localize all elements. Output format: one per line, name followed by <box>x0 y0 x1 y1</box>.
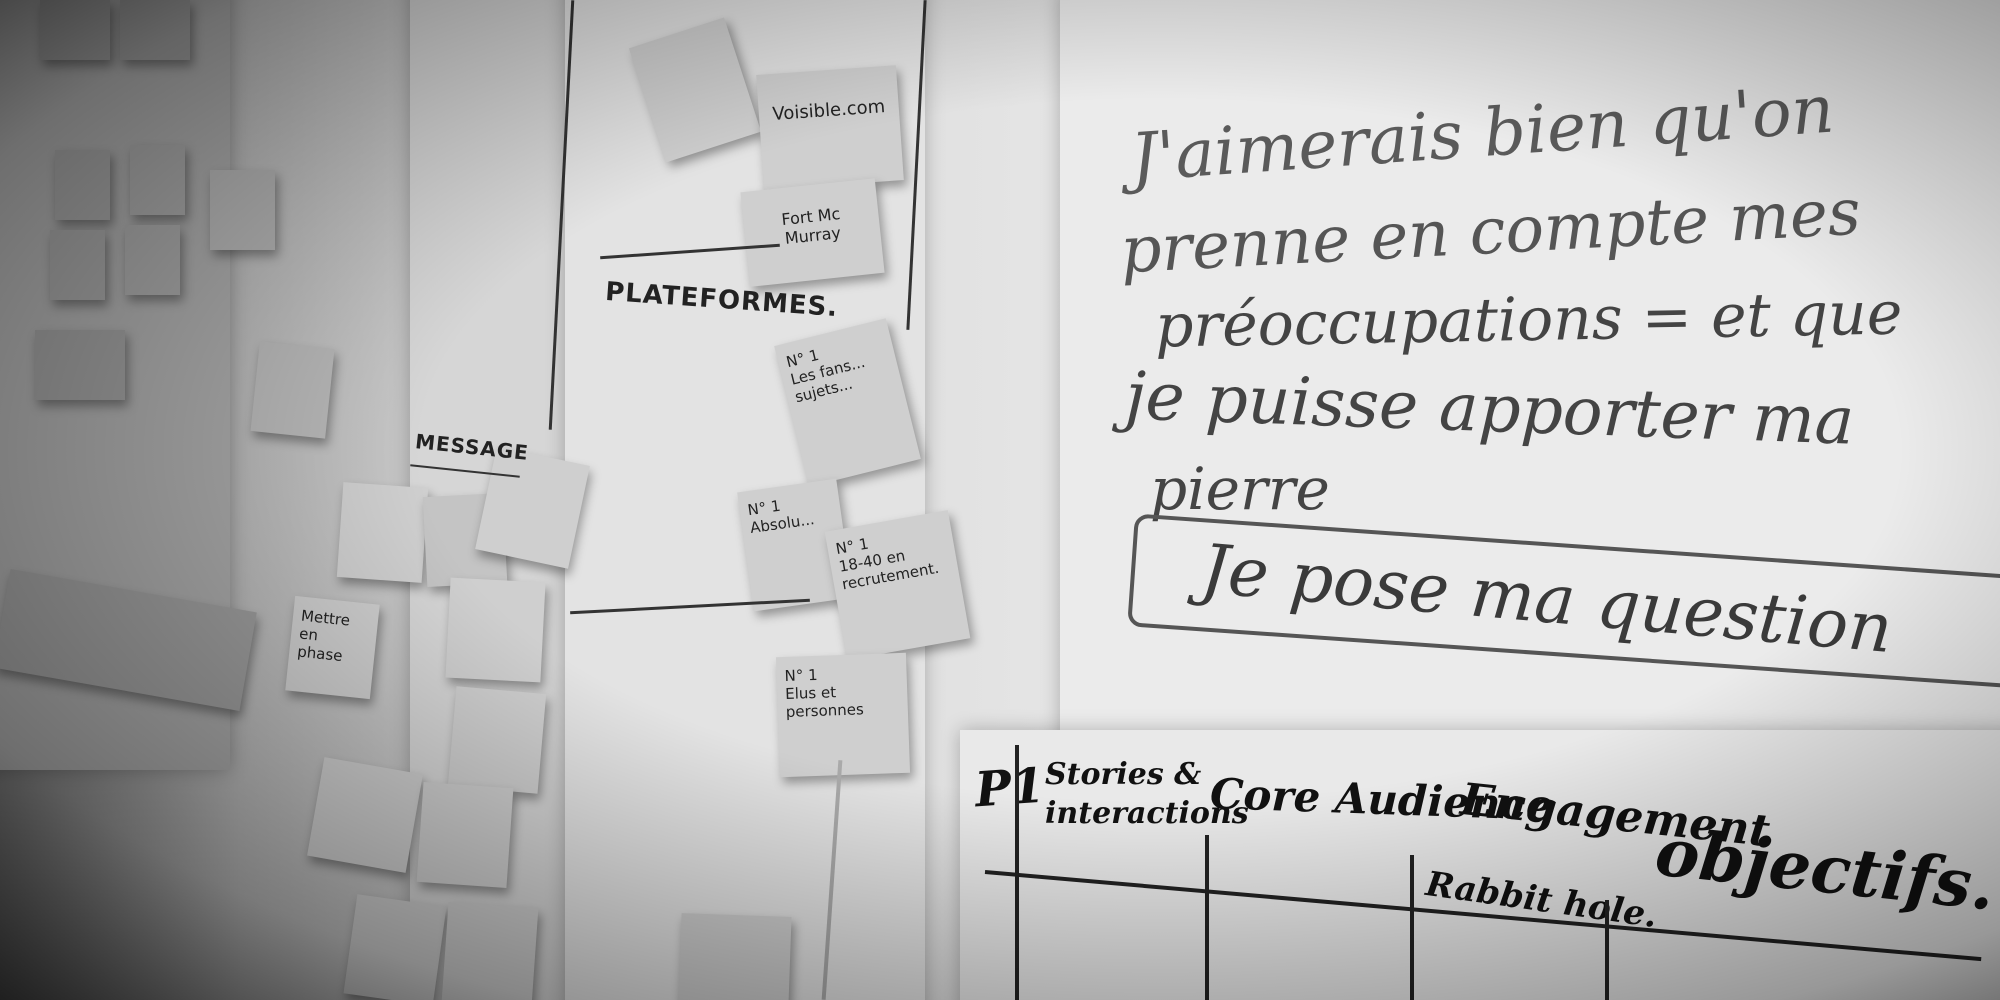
left-note-7 <box>210 170 275 250</box>
left-note-8 <box>250 341 335 439</box>
hand-line-3: préoccupations = et que <box>1154 278 1903 362</box>
left-note-1 <box>40 0 110 60</box>
note-mettre-en-phase: Mettre en phase <box>285 595 380 700</box>
left-note-2 <box>120 0 190 60</box>
mid-note-4 <box>445 577 546 683</box>
note-voisible: Voisible.com <box>756 65 904 190</box>
left-note-5 <box>50 230 105 300</box>
mid-note-1 <box>336 482 429 583</box>
note-fort-mc-murray: Fort Mc Murray <box>740 178 885 287</box>
table-col-p1: P1 <box>973 757 1047 819</box>
table-col-stories: Stories & interactions <box>1045 757 1249 831</box>
left-note-6 <box>125 225 180 295</box>
left-note-4 <box>130 145 185 215</box>
mid-note-10 <box>678 913 792 1000</box>
mid-note-8 <box>343 894 447 1000</box>
mid-note-5 <box>447 686 547 794</box>
note-elus: N° 1 Elus et personnes <box>775 652 911 778</box>
table-divider-4 <box>1605 900 1609 1000</box>
mid-note-9 <box>441 901 539 1000</box>
table-divider-1 <box>1015 745 1019 1000</box>
mid-note-7 <box>416 781 514 889</box>
table-divider-3 <box>1410 855 1414 1000</box>
left-note-9 <box>35 330 125 400</box>
mid-note-6 <box>307 757 423 873</box>
table-divider-2 <box>1205 835 1209 1000</box>
note-18-40: N° 1 18-40 en recrutement. <box>824 510 971 660</box>
hand-line-5: pierre <box>1150 455 1330 523</box>
left-note-3 <box>55 150 110 220</box>
